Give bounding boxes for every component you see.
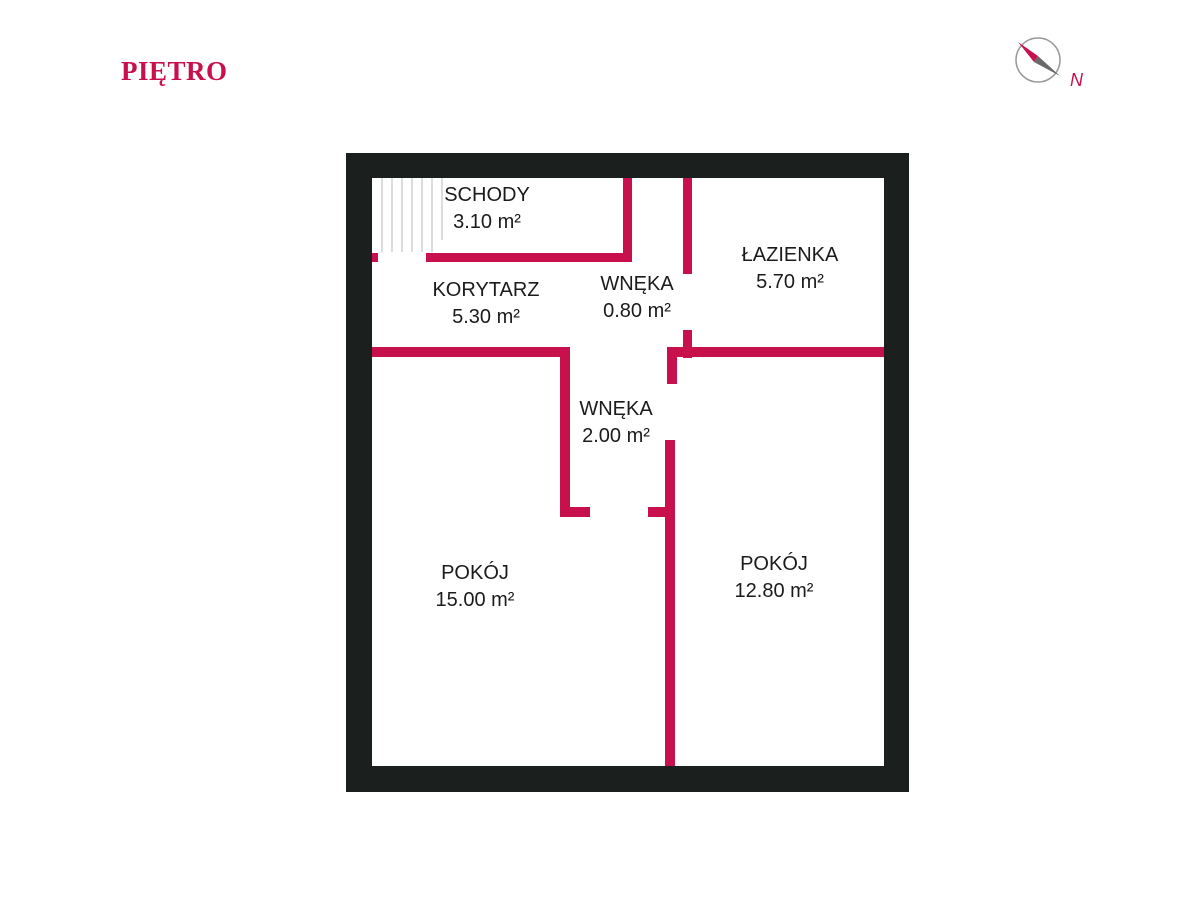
wall-stairs-stub bbox=[372, 253, 378, 262]
wall-alcove-left-foot bbox=[560, 507, 590, 517]
wall-stairs-bottom bbox=[426, 253, 632, 262]
room-label-pokoj-left: POKÓJ 15.00 m² bbox=[436, 560, 515, 614]
room-name: WNĘKA bbox=[600, 273, 674, 295]
room-name: POKÓJ bbox=[441, 562, 509, 584]
room-name: ŁAZIENKA bbox=[741, 244, 839, 266]
wall-alcove-left bbox=[560, 347, 570, 517]
room-area: 12.80 m² bbox=[734, 580, 814, 602]
stairs bbox=[381, 178, 443, 252]
room-label-korytarz: KORYTARZ 5.30 m² bbox=[432, 277, 539, 331]
room-area: 3.10 m² bbox=[453, 211, 521, 233]
page-title: PIĘTRO bbox=[121, 56, 228, 86]
wall-bath-left bbox=[683, 178, 692, 274]
wall-alcove-right bbox=[665, 440, 675, 766]
floor-area bbox=[372, 178, 884, 766]
room-label-wneka-large: WNĘKA 2.00 m² bbox=[579, 396, 652, 450]
room-area: 5.70 m² bbox=[756, 271, 824, 293]
room-label-pokoj-right: POKÓJ 12.80 m² bbox=[735, 551, 814, 605]
room-area: 15.00 m² bbox=[435, 589, 515, 611]
wall-corridor-bottom bbox=[372, 347, 570, 357]
room-name: POKÓJ bbox=[740, 553, 808, 575]
wall-alcove-right-top bbox=[667, 347, 677, 384]
room-area: 0.80 m² bbox=[603, 300, 671, 322]
room-label-schody: SCHODY 3.10 m² bbox=[444, 182, 530, 236]
room-name: SCHODY bbox=[444, 184, 530, 206]
room-name: WNĘKA bbox=[579, 398, 653, 420]
room-label-wneka-small: WNĘKA 0.80 m² bbox=[600, 271, 673, 325]
wall-bath-left-lower bbox=[683, 330, 692, 358]
compass-icon: N bbox=[1015, 37, 1084, 90]
wall-alcove-right-foot bbox=[648, 507, 675, 517]
room-label-lazienka: ŁAZIENKA 5.70 m² bbox=[742, 242, 839, 296]
inner-walls bbox=[372, 178, 884, 766]
room-name: KORYTARZ bbox=[432, 279, 540, 301]
room-area: 2.00 m² bbox=[582, 425, 650, 447]
wall-stairs-right bbox=[623, 178, 632, 262]
compass-north-label: N bbox=[1070, 70, 1084, 90]
room-area: 5.30 m² bbox=[452, 306, 520, 328]
wall-bath-bottom bbox=[667, 347, 884, 357]
